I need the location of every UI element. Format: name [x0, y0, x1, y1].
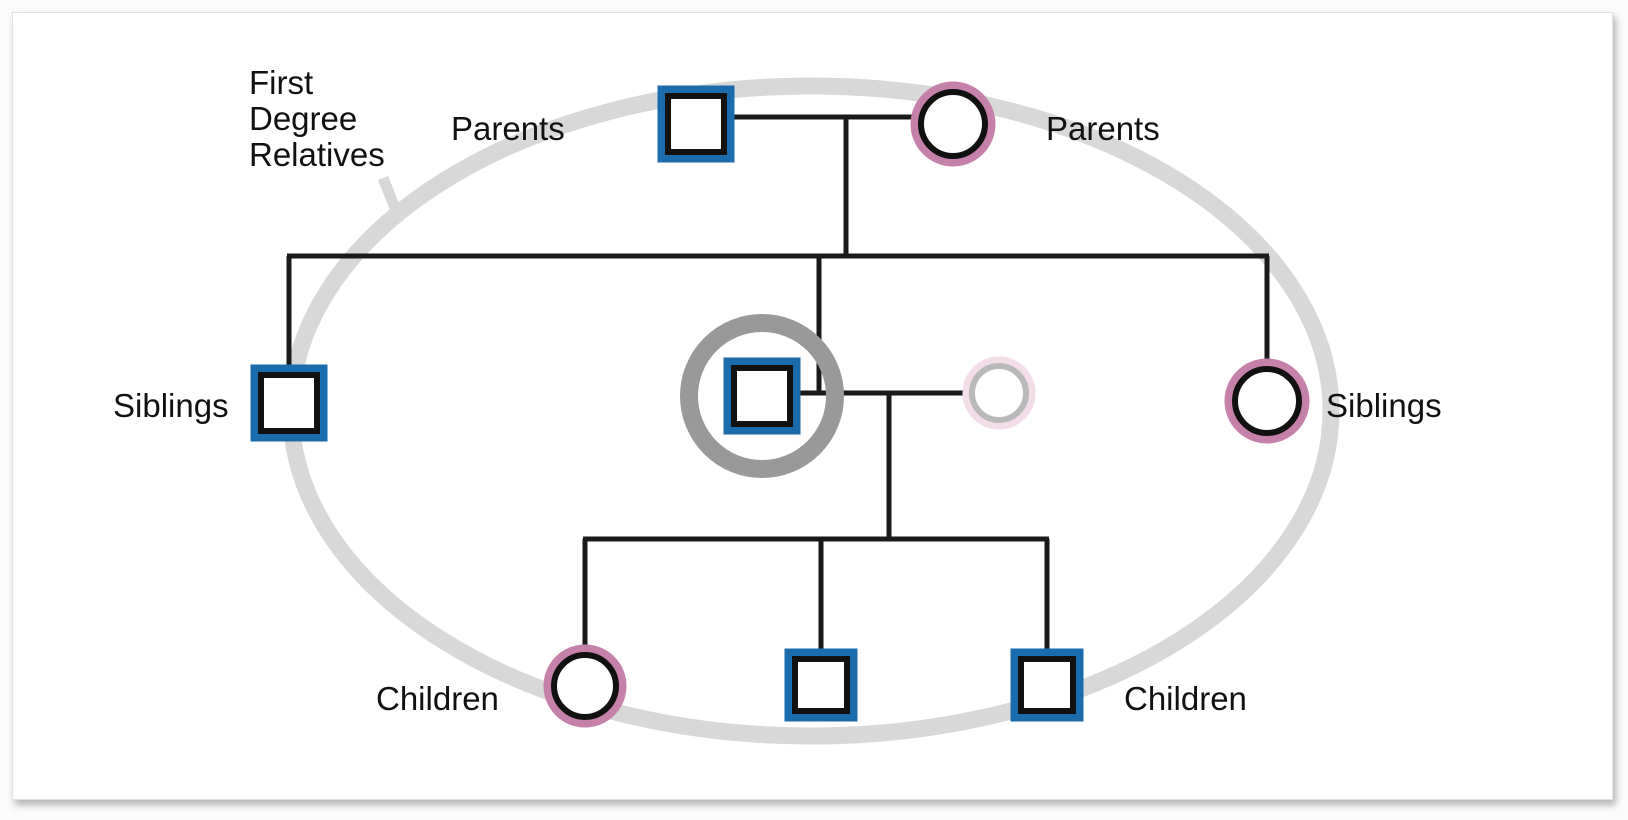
symbol-mother-female[interactable]: [910, 81, 996, 167]
label-siblings-right: Siblings: [1326, 387, 1442, 424]
label-children-right: Children: [1124, 680, 1247, 717]
label-first-degree-relatives: First Degree Relatives: [249, 64, 385, 173]
symbol-proband-male[interactable]: [723, 357, 801, 435]
label-siblings-left: Siblings: [113, 387, 229, 424]
first-degree-relatives-ellipse: [282, 77, 1340, 745]
label-children-left: Children: [376, 680, 499, 717]
symbol-child-3-male[interactable]: [1010, 648, 1084, 722]
symbol-sibling-right-female[interactable]: [1224, 358, 1310, 444]
label-parents-right: Parents: [1046, 110, 1160, 147]
symbol-sibling-left-male[interactable]: [250, 364, 328, 442]
label-parents-left: Parents: [451, 110, 565, 147]
diagram-card: First Degree Relatives Parents Parents S…: [12, 12, 1613, 800]
proband-highlight-ring: [680, 314, 844, 478]
symbol-child-2-male[interactable]: [784, 648, 858, 722]
symbol-child-1-female[interactable]: [543, 644, 627, 728]
symbol-father-male[interactable]: [657, 85, 735, 163]
first-degree-pointer-tick: [377, 175, 405, 221]
symbol-spouse-female-faded[interactable]: [962, 356, 1036, 430]
pedigree-canvas: [250, 77, 1340, 745]
